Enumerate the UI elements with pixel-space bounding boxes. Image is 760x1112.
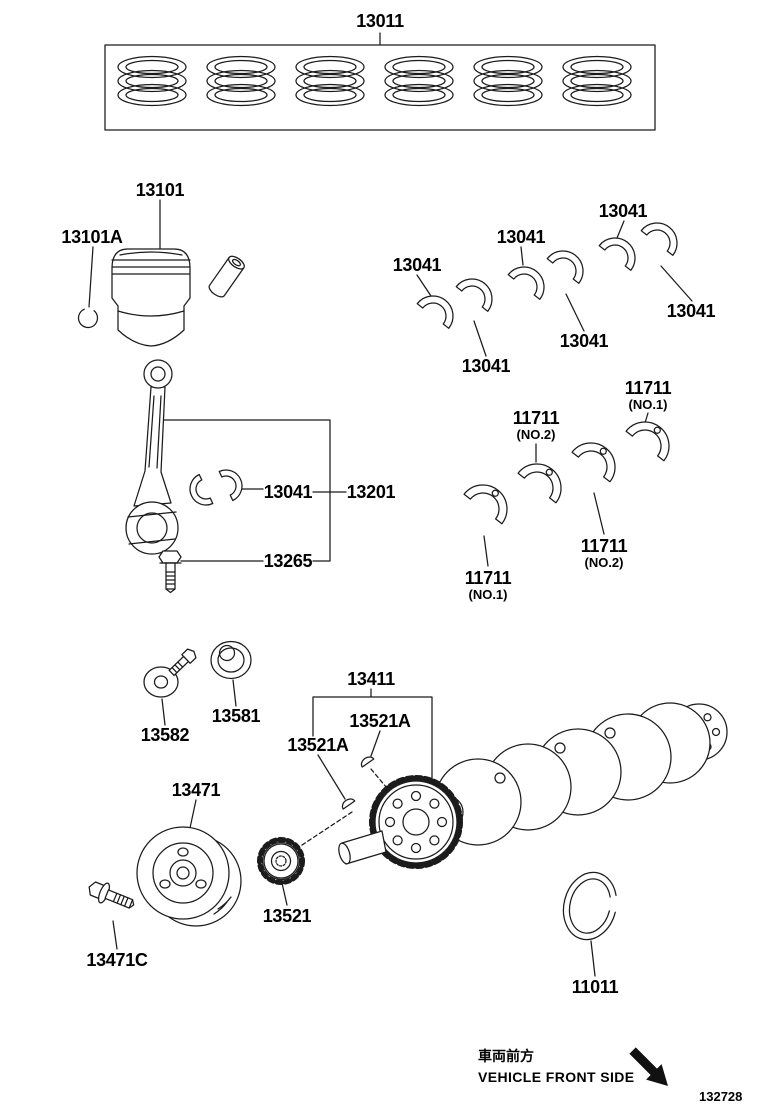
part-label-13411: 13411 xyxy=(347,669,395,689)
part-label-13581: 13581 xyxy=(211,706,261,726)
part-label-11711-no2-top: 11711 (NO.2) xyxy=(513,409,560,441)
snap-ring-drawing xyxy=(77,307,99,329)
spacer-drawing xyxy=(210,640,252,680)
part-label-13011: 13011 xyxy=(356,11,404,31)
piston-pin-drawing xyxy=(208,255,245,298)
crank-rod-bearings-drawing xyxy=(416,214,686,329)
piston-drawing xyxy=(111,248,191,347)
crankshaft-drawing xyxy=(338,702,728,869)
part-number-suffix: (NO.2) xyxy=(516,427,556,442)
part-label-13521: 13521 xyxy=(262,906,312,926)
front-note-en: VEHICLE FRONT SIDE xyxy=(478,1069,635,1085)
part-number-suffix: (NO.2) xyxy=(584,555,624,570)
part-label-11011: 11011 xyxy=(571,977,619,997)
part-label-13471C: 13471C xyxy=(86,950,148,970)
part-label-13101A: 13101A xyxy=(61,227,123,247)
front-direction-arrow xyxy=(629,1047,668,1086)
pulley-bolt-drawing xyxy=(88,881,135,909)
part-label-13471: 13471 xyxy=(171,780,221,800)
pulley-drawing xyxy=(136,826,242,927)
part-number-suffix: (NO.1) xyxy=(628,397,668,412)
page-code: 132728 xyxy=(699,1089,743,1104)
connecting-rod-drawing xyxy=(125,359,179,555)
part-number-suffix: (NO.1) xyxy=(468,587,508,602)
rod-bolt-drawing xyxy=(158,550,182,594)
part-number: 11711 xyxy=(580,536,628,556)
part-label-11711-no1-top: 11711 (NO.1) xyxy=(625,379,672,411)
part-label-13201: 13201 xyxy=(346,482,396,502)
part-number: 11711 xyxy=(512,408,560,428)
part-label-13582: 13582 xyxy=(140,725,190,745)
piston-ring-set-drawing xyxy=(104,44,656,131)
sensor-plate-drawing xyxy=(143,648,197,698)
part-label-13041-l3: 13041 xyxy=(666,301,716,321)
timing-sprocket-drawing xyxy=(257,837,305,885)
part-label-13041-u3: 13041 xyxy=(598,201,648,221)
part-label-13521A-b: 13521A xyxy=(287,735,349,755)
leader-lines xyxy=(88,32,693,977)
rod-bearing-shells-drawing xyxy=(184,464,248,511)
part-label-13041-l1: 13041 xyxy=(461,356,511,376)
part-label-13041-rod: 13041 xyxy=(263,482,313,502)
part-number: 11711 xyxy=(624,378,672,398)
part-label-13041-u2: 13041 xyxy=(496,227,546,247)
woodruff-keys-drawing xyxy=(339,753,375,810)
front-note-jp: 車両前方 xyxy=(478,1048,534,1064)
part-label-13101: 13101 xyxy=(135,180,185,200)
part-label-13041-l2: 13041 xyxy=(559,331,609,351)
part-number: 11711 xyxy=(464,568,512,588)
thrust-ring-drawing xyxy=(562,871,618,941)
part-label-11711-no1-bottom: 11711 (NO.1) xyxy=(465,569,512,601)
main-bearings-drawing xyxy=(463,411,680,525)
part-label-13521A-a: 13521A xyxy=(349,711,411,731)
part-label-13265: 13265 xyxy=(263,551,313,571)
part-label-11711-no2-bottom: 11711 (NO.2) xyxy=(581,537,628,569)
part-label-13041-u1: 13041 xyxy=(392,255,442,275)
